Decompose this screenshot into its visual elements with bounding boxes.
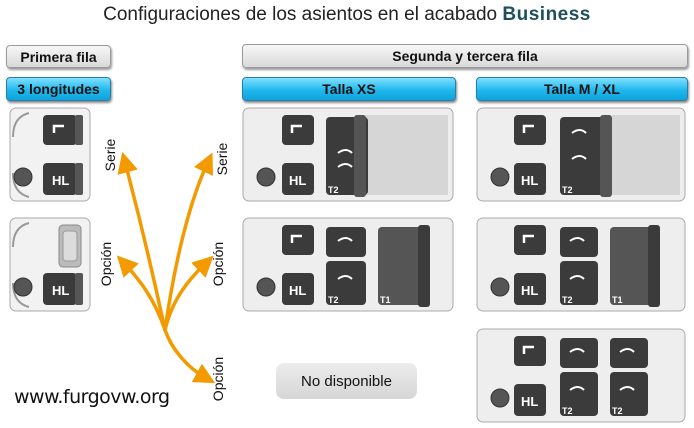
seat-t2-label: T2 <box>562 295 573 305</box>
front-config-serie: HL <box>9 107 91 202</box>
title-brand: Business <box>502 4 591 25</box>
seat-t2-label: T2 <box>562 406 573 416</box>
front-config-opcion: HL <box>9 217 91 312</box>
seat-hl-label: HL <box>289 173 306 188</box>
header-3-longitudes: 3 longitudes <box>6 77 111 101</box>
mxl-config-opcion-2: HL T2 T2 <box>476 328 686 423</box>
title-prefix: Configuraciones de los asientos en el ac… <box>103 4 498 25</box>
mxl-config-serie: HL T2 <box>476 107 686 202</box>
arrow-serie-rear <box>163 152 213 332</box>
xs-config-opcion: HL T2 T1 <box>242 217 454 312</box>
arrow-serie-front <box>117 151 167 332</box>
arrow-opcion-front <box>116 255 167 332</box>
seat-t2-label-2: T2 <box>612 406 623 416</box>
arrow-opcion-rear-2 <box>163 328 216 384</box>
seat-hl-label: HL <box>521 283 538 298</box>
seat-hl-label: HL <box>52 283 69 298</box>
mxl-config-opcion: HL T2 T1 <box>476 217 686 312</box>
seat-t2-label: T2 <box>328 185 339 195</box>
header-primera-fila: Primera fila <box>6 45 111 68</box>
header-segunda-tercera-fila: Segunda y tercera fila <box>242 44 688 68</box>
seat-t1-label: T1 <box>380 295 391 305</box>
seat-hl-label: HL <box>521 394 538 409</box>
seat-hl-label: HL <box>52 173 69 188</box>
seat-hl-label: HL <box>521 173 538 188</box>
page-title: Configuraciones de los asientos en el ac… <box>0 4 694 26</box>
watermark: www.furgovw.org <box>14 386 170 408</box>
arrow-connectors <box>116 151 216 384</box>
header-talla-xs: Talla XS <box>242 77 456 101</box>
seat-t2-label: T2 <box>328 295 339 305</box>
seat-t1-label: T1 <box>612 295 623 305</box>
not-available-badge: No disponible <box>276 363 417 399</box>
header-talla-m-xl: Talla M / XL <box>476 77 688 101</box>
xs-config-serie: HL T2 <box>242 107 454 202</box>
seat-hl-label: HL <box>289 283 306 298</box>
arrow-opcion-rear <box>163 255 214 332</box>
seat-t2-label: T2 <box>562 185 573 195</box>
